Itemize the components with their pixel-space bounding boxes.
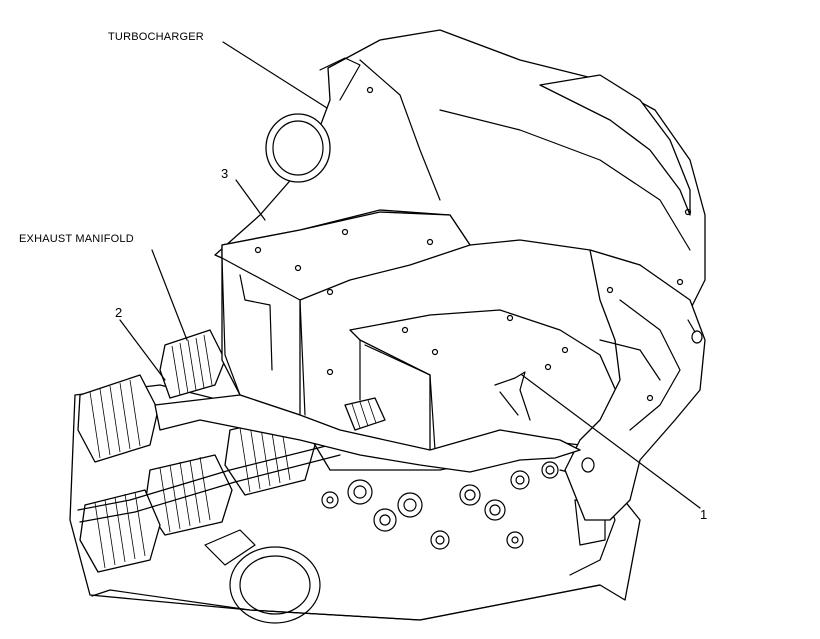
exhaust-manifold-label: EXHAUST MANIFOLD (19, 233, 134, 245)
leader-lines (119, 41, 701, 509)
callout-2: 2 (115, 305, 123, 320)
exhaust-manifold-leader (151, 249, 188, 341)
turbocharger-outlet (265, 57, 361, 183)
shield-bolts (254, 86, 692, 402)
turbocharger-leader (222, 41, 328, 109)
callout-2-leader (119, 319, 166, 381)
callout-3: 3 (221, 166, 229, 181)
engine-block (69, 384, 641, 624)
callout-1: 1 (700, 507, 708, 522)
retaining-clip (494, 319, 703, 473)
valve-springs (321, 461, 559, 550)
callout-1-leader (521, 374, 701, 509)
callout-3-leader (235, 179, 266, 221)
heat-shield-assembly (154, 29, 706, 521)
turbocharger-label: TURBOCHARGER (108, 31, 204, 43)
front-cover (204, 529, 321, 624)
